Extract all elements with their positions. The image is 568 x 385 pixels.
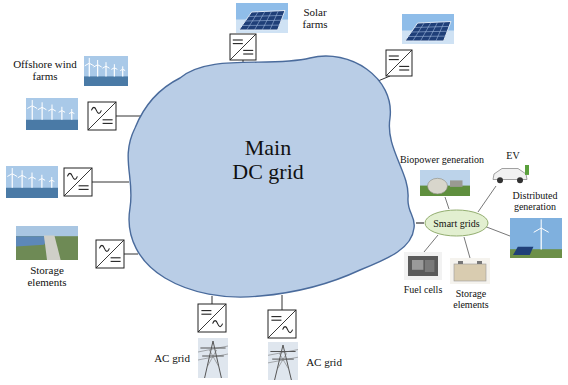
solar-farm-photo [402,14,454,44]
converter-symbol [198,304,226,332]
converter-symbol [268,310,296,338]
source-label: EV [500,150,526,161]
source-label: Biopower generation [396,154,488,165]
source-label: Distributed generation [504,190,566,212]
solar-farm-photo [236,3,288,33]
grid-title: Main DC grid [228,136,308,184]
dc-link-wire [212,296,213,304]
smart-grid-wire [424,235,438,252]
hydro-dam-photo [16,226,78,260]
dc-link-wire [92,182,129,183]
smart-grid-wire [445,197,449,209]
source-label: Fuel cells [396,284,450,295]
storage-label: Storage elements [12,264,82,288]
node-label: Smart grids [433,218,479,229]
grid-label: AC grid [300,356,348,368]
storage-label: Storage elements [444,288,498,310]
converter-symbol [64,168,92,196]
converter-symbol [230,34,256,60]
smart-grid-wire [464,237,470,258]
main-dc-grid-blob: Main DC grid [120,48,416,310]
smart-grid-wire [484,226,510,236]
converter-symbol [96,240,124,268]
dc-link-wire [124,254,138,255]
distributed-generation-photo [510,218,562,258]
farm-label: Offshore wind farms [8,58,82,82]
biopower-plant-photo [420,170,470,196]
smart-grid-ellipse: Smart grids [424,209,489,237]
electric-vehicle-photo [490,163,530,185]
battery-photo [450,258,490,284]
dc-link-wire [116,116,141,117]
dc-link-wire [282,295,283,310]
power-pylon-photo [268,342,298,380]
power-pylon-photo [198,338,228,378]
dc-link-wire [378,76,390,81]
smart-grid-wire [478,186,496,212]
fuel-cell-photo [404,252,442,280]
converter-symbol [386,50,412,76]
wind-farm-photo [84,56,128,86]
farm-label: Solar farms [292,6,338,30]
wind-farm-photo [26,98,78,130]
wind-farm-photo [6,166,58,198]
connector-line [416,222,424,223]
grid-label: AC grid [148,352,196,364]
converter-symbol [88,102,116,130]
